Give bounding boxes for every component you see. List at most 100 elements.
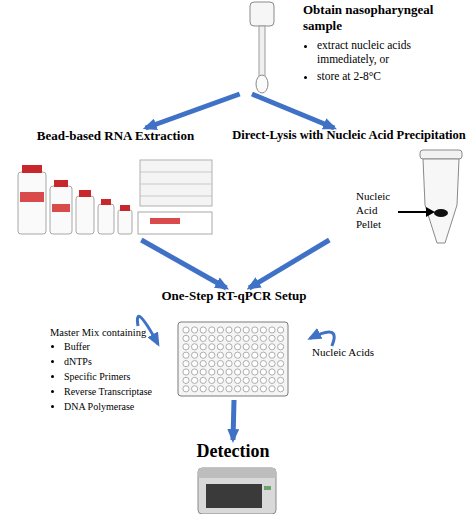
plate-well bbox=[278, 361, 284, 367]
plate-well bbox=[183, 352, 189, 358]
plate-well bbox=[235, 386, 241, 392]
plate-well bbox=[192, 344, 198, 350]
plate-well bbox=[260, 335, 266, 341]
plate-well bbox=[269, 386, 275, 392]
step-title: One-Step RT-qPCR Setup bbox=[158, 288, 310, 304]
step-title: Bead-based RNA Extraction bbox=[8, 128, 223, 144]
bullet-item: dNTPs bbox=[64, 354, 160, 369]
plate-well bbox=[278, 327, 284, 333]
plate-well bbox=[235, 344, 241, 350]
plate-well bbox=[183, 327, 189, 333]
bullet-item: Reverse Transcriptase bbox=[64, 384, 160, 399]
plate-well bbox=[243, 352, 249, 358]
process-step: Detection bbox=[168, 440, 298, 466]
process-step: Direct-Lysis with Nucleic Acid Precipita… bbox=[226, 128, 472, 240]
flow-arrow bbox=[252, 94, 334, 128]
plate-well bbox=[226, 377, 232, 383]
plate-well bbox=[252, 369, 258, 375]
plate-well bbox=[252, 335, 258, 341]
plate-well bbox=[243, 386, 249, 392]
plate-well bbox=[200, 361, 206, 367]
plate-well bbox=[278, 352, 284, 358]
plate-well bbox=[217, 335, 223, 341]
plate-well bbox=[269, 377, 275, 383]
plate-well bbox=[235, 361, 241, 367]
plate-well bbox=[217, 377, 223, 383]
plate-well bbox=[235, 327, 241, 333]
process-step: One-Step RT-qPCR Setup bbox=[158, 288, 310, 400]
plate-well bbox=[200, 344, 206, 350]
plate-well bbox=[252, 377, 258, 383]
plate-well bbox=[243, 344, 249, 350]
plate-well bbox=[278, 369, 284, 375]
reagent-list: Master Mix containingBufferdNTPsSpecific… bbox=[50, 326, 160, 426]
plate-well bbox=[209, 361, 215, 367]
bullet-list: extract nucleic acids immediately, orsto… bbox=[303, 38, 470, 85]
plate-well bbox=[252, 327, 258, 333]
plate-well bbox=[226, 386, 232, 392]
plate-well bbox=[226, 344, 232, 350]
tube-illustration bbox=[420, 150, 462, 243]
plate-well bbox=[217, 352, 223, 358]
plate-well bbox=[200, 369, 206, 375]
flow-arrow bbox=[249, 240, 329, 288]
qpcr-instrument-illustration bbox=[198, 468, 276, 514]
plate-well bbox=[252, 361, 258, 367]
plate-well bbox=[192, 386, 198, 392]
flow-arrow bbox=[233, 400, 234, 440]
plate-well bbox=[200, 327, 206, 333]
plate-well bbox=[209, 377, 215, 383]
plate-well bbox=[252, 352, 258, 358]
plate-well bbox=[269, 369, 275, 375]
plate-well bbox=[243, 327, 249, 333]
plate-well bbox=[226, 352, 232, 358]
plate-well bbox=[226, 327, 232, 333]
plate-well bbox=[252, 344, 258, 350]
plate-well bbox=[192, 335, 198, 341]
plate-well bbox=[269, 344, 275, 350]
plate-well bbox=[278, 386, 284, 392]
plate-well bbox=[209, 327, 215, 333]
plate-well bbox=[200, 386, 206, 392]
plate-well bbox=[235, 369, 241, 375]
plate-well bbox=[209, 335, 215, 341]
plate-well bbox=[183, 335, 189, 341]
bullet-list: BufferdNTPsSpecific PrimersReverse Trans… bbox=[50, 339, 160, 414]
plate-well bbox=[260, 352, 266, 358]
pellet-leader-arrow bbox=[398, 207, 435, 217]
plate-well bbox=[260, 361, 266, 367]
step-title: Obtain nasopharyngeal sample bbox=[303, 2, 470, 35]
plate-well bbox=[209, 386, 215, 392]
plate-well bbox=[192, 327, 198, 333]
node-heading: Master Mix containing bbox=[50, 326, 160, 339]
plate-well bbox=[183, 369, 189, 375]
bullet-item: Specific Primers bbox=[64, 369, 160, 384]
extraction-kit-illustration bbox=[18, 160, 212, 234]
plate-well bbox=[260, 369, 266, 375]
plate-well bbox=[209, 369, 215, 375]
plate-well bbox=[278, 377, 284, 383]
plate-well bbox=[235, 352, 241, 358]
node-heading: Nucleic Acids bbox=[312, 346, 378, 360]
plate-well bbox=[183, 386, 189, 392]
plate-well bbox=[260, 327, 266, 333]
plate-well bbox=[209, 344, 215, 350]
plate-well bbox=[269, 361, 275, 367]
plate-well bbox=[183, 361, 189, 367]
process-step: Bead-based RNA Extraction bbox=[8, 128, 223, 240]
bullet-item: store at 2-8°C bbox=[317, 69, 470, 84]
plate-well bbox=[269, 335, 275, 341]
plate-well bbox=[200, 377, 206, 383]
plate-well bbox=[235, 335, 241, 341]
plate-well bbox=[217, 344, 223, 350]
plate-well bbox=[192, 352, 198, 358]
plate-well bbox=[243, 369, 249, 375]
plate-well bbox=[183, 377, 189, 383]
plate-well bbox=[260, 386, 266, 392]
sample-step: Obtain nasopharyngeal sampleextract nucl… bbox=[225, 2, 470, 94]
bullet-item: Buffer bbox=[64, 339, 160, 354]
plate-well bbox=[260, 377, 266, 383]
plate-well bbox=[192, 369, 198, 375]
